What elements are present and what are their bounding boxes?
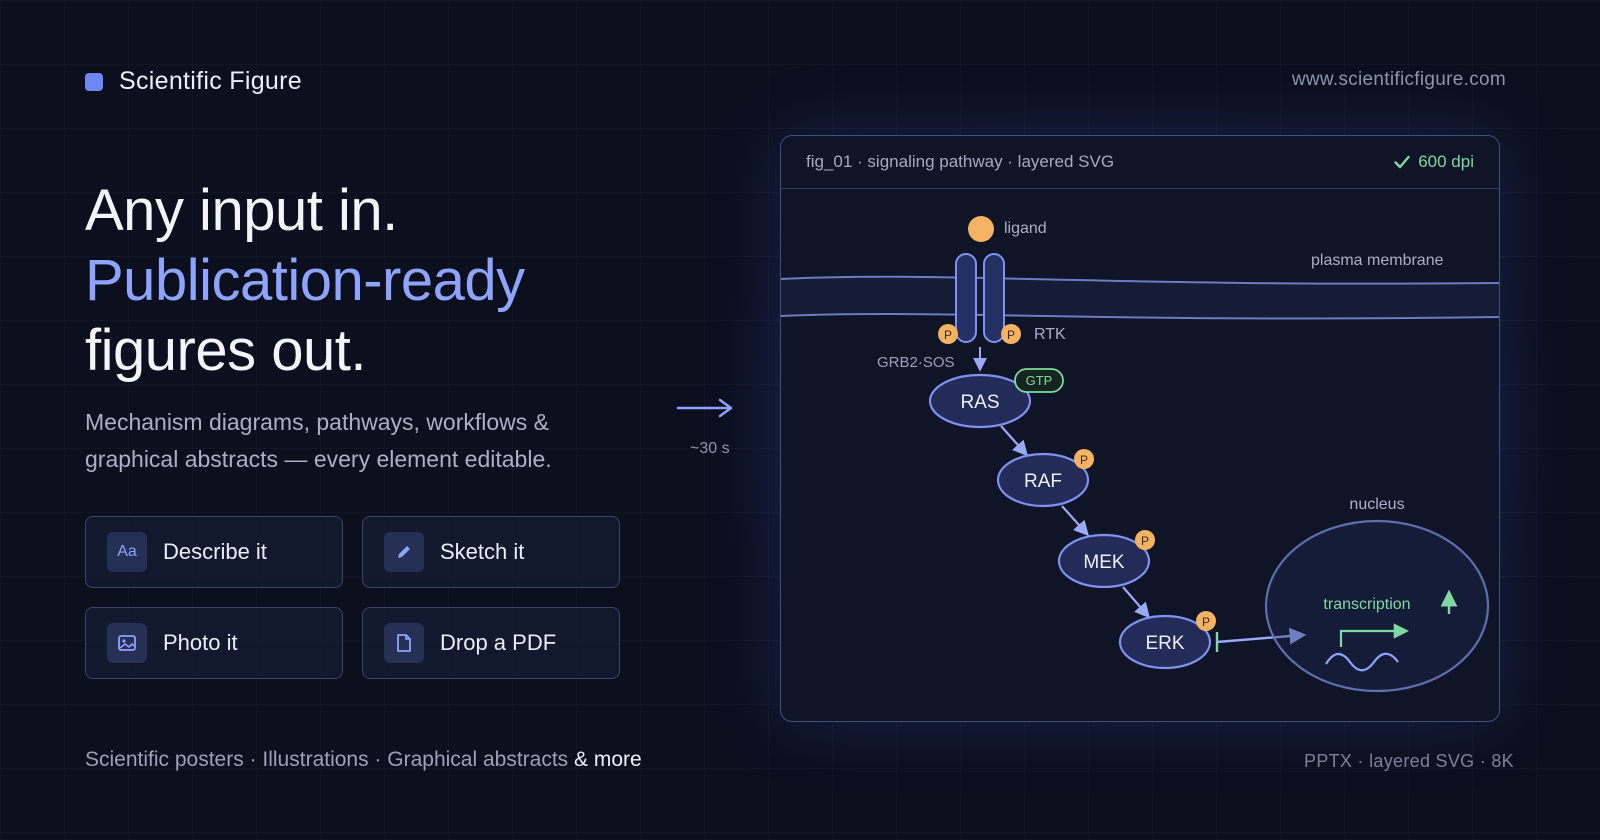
ligand-label: ligand [1004,220,1047,237]
headline-line-2: Publication-ready [85,248,525,313]
document-icon [384,623,424,663]
node-raf-label: RAF [1024,471,1062,492]
brand-name: Scientific Figure [119,67,302,95]
cascade-arrow [1061,505,1090,537]
check-icon [1394,155,1410,169]
sketch-it-button[interactable]: Sketch it [362,516,620,588]
dpi-badge-label: 600 dpi [1418,152,1474,171]
node-ras: RAS [928,373,1032,429]
adaptor-label: GRB2·SOS [877,354,955,371]
mrna-strand [1325,652,1399,672]
image-icon [107,623,147,663]
node-erk-label: ERK [1145,633,1184,654]
text-aa-icon: Aa [107,532,147,572]
nucleus [1264,519,1490,693]
pencil-icon [384,532,424,572]
rtk-receptor [955,253,1005,343]
node-mek-label: MEK [1083,552,1125,573]
phospho-label: P [1080,453,1088,467]
ligand-molecule [968,216,994,242]
right-arrow-icon [676,398,734,423]
node-ras-label: RAS [960,392,999,413]
headline-line-3: figures out. [85,318,366,383]
figure-preview-header: fig_01 · signaling pathway · layered SVG… [781,136,1499,189]
phospho-label: P [1007,328,1015,342]
phospho-site-mek: P [1135,530,1155,550]
cascade-arrow [1122,586,1151,619]
phospho-site-raf: P [1074,449,1094,469]
sketch-it-label: Sketch it [440,539,525,564]
membrane-label: plasma membrane [1311,252,1444,269]
nucleus-label: nucleus [1349,496,1404,513]
brand: Scientific Figure [85,67,302,96]
node-mek: MEK [1057,533,1151,589]
gene-promoter-icon [1339,623,1410,647]
cascade-arrow [1000,425,1029,457]
phospho-site-rtk-left: P [938,324,958,344]
phospho-label: P [1202,615,1210,629]
gtp-tag: GTP [1014,368,1064,393]
phospho-label: P [1141,534,1149,548]
drop-pdf-button[interactable]: Drop a PDF [362,607,620,679]
photo-it-label: Photo it [163,630,238,655]
headline-line-1: Any input in. [85,178,398,243]
phospho-label: P [944,328,952,342]
nuclear-translocation-arrow [1216,627,1307,645]
gtp-label: GTP [1026,373,1053,388]
photo-it-button[interactable]: Photo it [85,607,343,679]
node-erk: ERK [1118,614,1212,670]
phospho-site-rtk-right: P [1001,324,1021,344]
node-raf: RAF [996,452,1090,508]
output-types-list: Scientific posters · Illustrations · Gra… [85,748,569,771]
processing-time: ~30 s [690,440,730,457]
output-types: Scientific posters · Illustrations · Gra… [85,748,642,772]
receptor-label: RTK [1034,326,1066,343]
export-formats: PPTX · layered SVG · 8K [1304,751,1514,771]
brand-logo-icon [85,72,103,91]
describe-it-label: Describe it [163,539,267,564]
figure-caption: fig_01 · signaling pathway · layered SVG [806,152,1115,171]
figure-preview-panel: fig_01 · signaling pathway · layered SVG… [780,135,1500,722]
phospho-site-erk: P [1196,611,1216,631]
describe-it-button[interactable]: Aa Describe it [85,516,343,588]
headline: Any input in. Publication-ready figures … [85,176,525,386]
pathway-diagram: plasma membrane ligand RTK P P GRB2·SOS [781,216,1499,693]
dpi-badge: 600 dpi [1394,152,1474,172]
plasma-membrane [781,275,1499,320]
transcription-label: transcription [1323,596,1410,613]
subheadline: Mechanism diagrams, pathways, workflows … [85,409,552,472]
drop-pdf-label: Drop a PDF [440,630,557,655]
site-url[interactable]: www.scientificfigure.com [1291,69,1506,90]
output-types-more: & more [574,748,642,771]
